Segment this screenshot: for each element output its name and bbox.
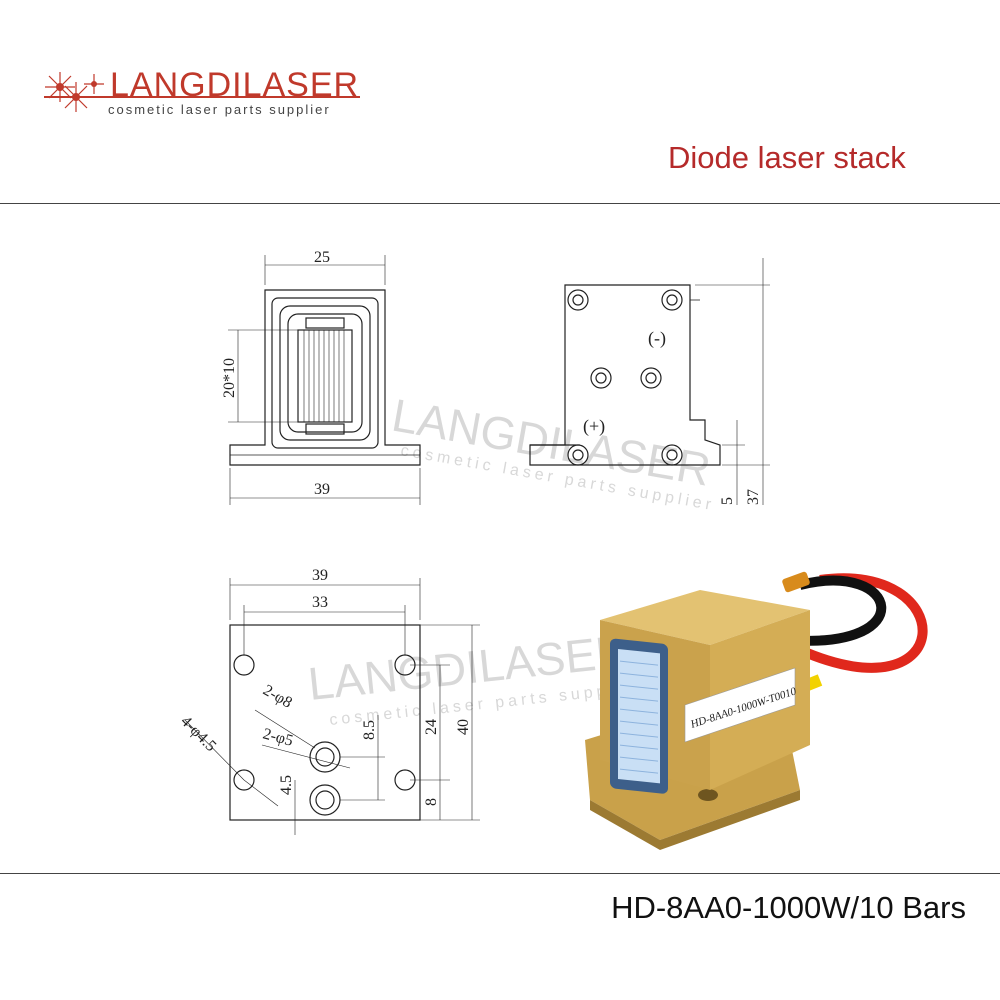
- company-logo: LANGDILASER cosmetic laser parts supplie…: [38, 62, 368, 132]
- page-title: Diode laser stack: [668, 140, 906, 175]
- brand-tagline: cosmetic laser parts supplier: [108, 102, 331, 117]
- bottom-dim-inner: 33: [312, 594, 328, 611]
- front-dim-top: 25: [314, 249, 330, 266]
- side-dim-base: 5: [719, 497, 736, 505]
- hole-gap-dim: 8.5: [361, 720, 378, 740]
- top-divider: [0, 203, 1000, 204]
- side-dim-height: 37: [745, 489, 762, 505]
- bottom-divider: [0, 873, 1000, 874]
- bottom-dim-outer: 39: [312, 567, 328, 584]
- negative-terminal-label: (-): [648, 328, 666, 349]
- bottom-dim-8: 8: [423, 798, 440, 806]
- bottom-view: [184, 578, 480, 835]
- model-number: HD-8AA0-1000W/10 Bars: [611, 890, 966, 925]
- screw-hole: [567, 289, 683, 466]
- positive-terminal-label: (+): [583, 416, 605, 437]
- product-photo: HD-8AA0-1000W-T0010: [585, 571, 928, 850]
- bottom-dim-40: 40: [455, 719, 472, 735]
- front-dim-bottom: 39: [314, 481, 330, 498]
- front-dim-side: 20*10: [221, 358, 238, 398]
- corner-holes-label: 4-φ4.5: [177, 713, 219, 755]
- bottom-dim-24: 24: [423, 719, 440, 735]
- side-view: [529, 258, 770, 505]
- counterbore-label: 2-φ8: [260, 682, 295, 712]
- front-view: [228, 255, 421, 505]
- hole-offset-dim: 4.5: [278, 775, 295, 795]
